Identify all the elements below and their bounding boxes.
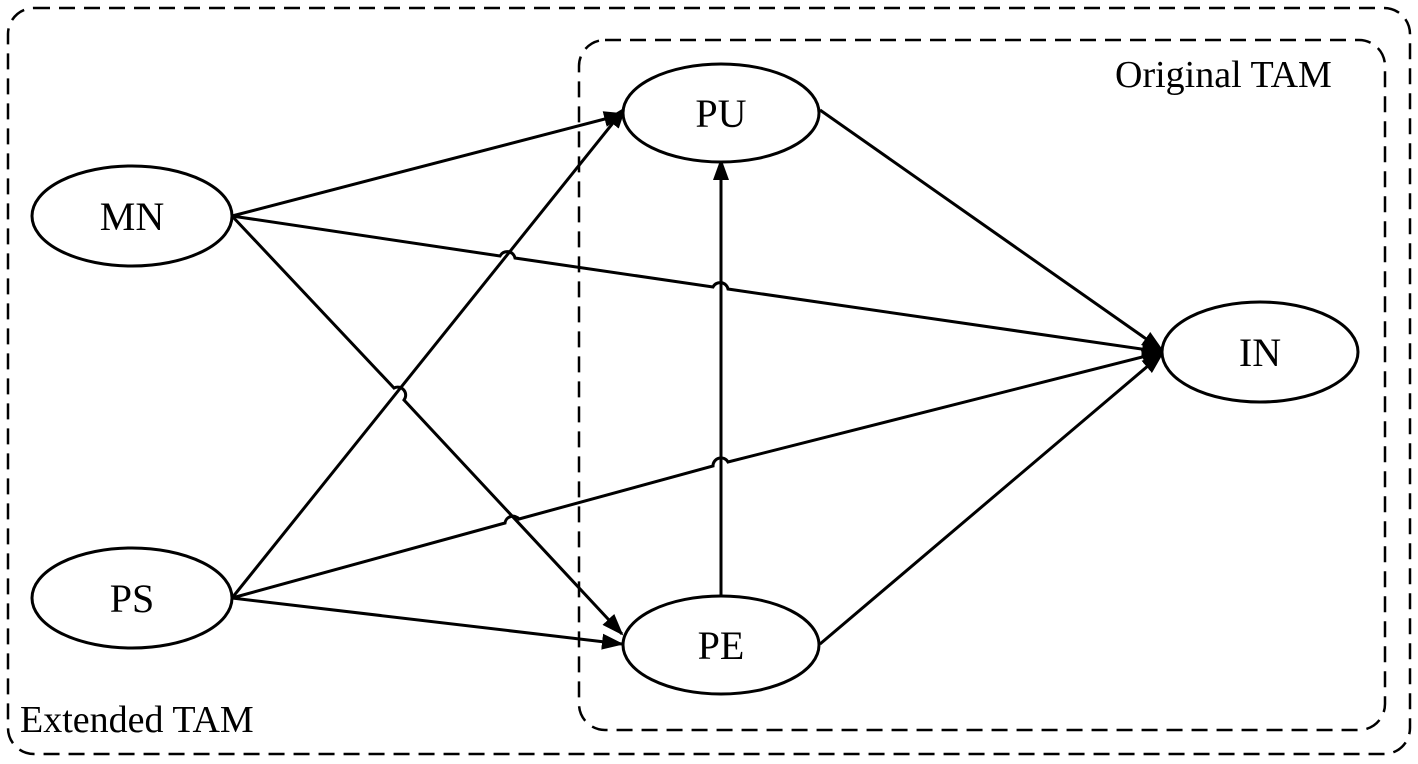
node-in-label: IN	[1239, 330, 1281, 375]
original-tam-label: Original TAM	[1115, 54, 1332, 96]
edge-ps-pe	[231, 596, 624, 650]
node-mn: MN	[30, 164, 234, 268]
node-ps-shape	[30, 546, 234, 650]
extended-tam-box	[6, 6, 1412, 756]
node-mn-shape	[30, 164, 234, 268]
edge-mn-pe	[230, 214, 624, 636]
edge-pe-in	[819, 352, 1164, 646]
node-pu-shape	[621, 62, 821, 164]
extended-tam-label: Extended TAM	[20, 699, 254, 741]
node-mn-label: MN	[100, 194, 164, 239]
node-pe-label: PE	[698, 623, 745, 668]
node-in-shape	[1160, 300, 1360, 404]
node-in: IN	[1160, 300, 1360, 404]
node-pu: PU	[621, 62, 821, 164]
node-pu-label: PU	[695, 91, 746, 136]
node-ps: PS	[30, 546, 234, 650]
original-tam-box	[577, 38, 1387, 732]
edge-mn-in	[231, 214, 1164, 358]
edge-ps-in	[231, 349, 1164, 600]
edge-ps-pu	[230, 106, 627, 599]
edge-pu-in	[819, 108, 1164, 352]
node-pe-shape	[621, 594, 821, 696]
node-ps-label: PS	[110, 576, 155, 621]
edges	[230, 106, 1164, 650]
edge-mn-pu	[231, 111, 626, 218]
node-pe: PE	[621, 594, 821, 696]
